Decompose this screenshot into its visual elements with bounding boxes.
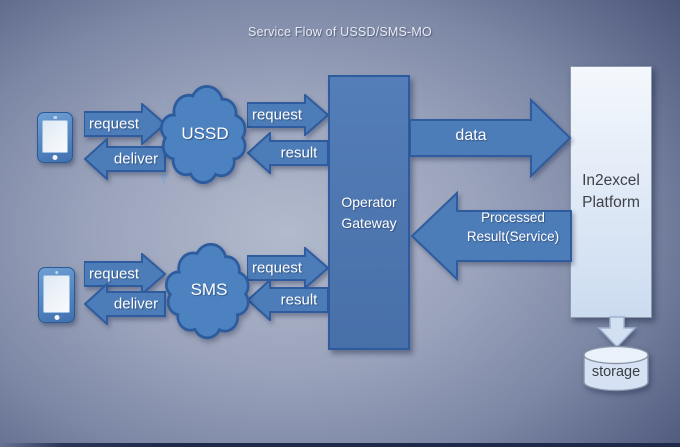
in2excel-platform-label: In2excel Platform xyxy=(582,172,640,211)
ussd-cloud-label: USSD xyxy=(181,123,229,143)
mobile-phone-icon xyxy=(37,112,73,163)
left-arrow-icon xyxy=(410,190,572,282)
arrow-shape xyxy=(84,138,166,180)
cloud-icon xyxy=(160,84,247,185)
phone-camera-dot xyxy=(53,115,57,119)
cloud-icon xyxy=(165,242,250,340)
cloud-fill xyxy=(167,245,247,337)
right-arrow-icon xyxy=(84,253,166,295)
cylinder-body xyxy=(583,355,649,392)
arrow-label: result xyxy=(280,144,318,162)
arrow-shape xyxy=(247,279,329,321)
slide-bottom-edge xyxy=(0,443,680,447)
right-arrow-icon xyxy=(247,94,329,136)
arrow-sms-deliver: deliver xyxy=(84,283,166,325)
arrow-shape xyxy=(247,132,329,174)
operator-gateway-label: Operator Gateway xyxy=(341,193,397,231)
operator-gateway-node: Operator Gateway xyxy=(328,75,410,350)
left-arrow-icon xyxy=(247,279,329,321)
arrow-shape xyxy=(247,94,329,136)
phone-screen xyxy=(43,275,70,313)
mobile-phone-icon xyxy=(38,267,75,323)
arrow-label: request xyxy=(251,106,303,124)
left-arrow-icon xyxy=(84,283,166,325)
phone-screen xyxy=(42,120,68,153)
arrow-gateway-ussd-result: result xyxy=(247,132,329,174)
left-arrow-icon xyxy=(247,132,329,174)
arrow-ussd-deliver: deliver xyxy=(84,138,166,180)
arrow-shape xyxy=(247,247,329,289)
arrow-label: request xyxy=(88,265,140,283)
arrow-label: data xyxy=(455,127,487,144)
arrow-gateway-platform-data: data xyxy=(410,98,572,178)
arrow-label: deliver xyxy=(113,150,159,168)
storage-label: storage xyxy=(591,364,641,380)
arrow-platform-storage xyxy=(597,316,637,348)
database-cylinder-icon xyxy=(583,345,649,392)
cylinder-top xyxy=(583,345,649,365)
arrow-gateway-sms-result: result xyxy=(247,279,329,321)
storage-node: storage xyxy=(581,345,651,393)
arrow-label: deliver xyxy=(113,295,159,313)
phone-camera-dot xyxy=(54,270,59,274)
arrow-shape xyxy=(597,316,637,348)
phone-home-button xyxy=(52,155,58,160)
slide-title: Service Flow of USSD/SMS-MO xyxy=(248,25,432,39)
cloud-fill xyxy=(162,87,244,182)
arrow-sms-request: request xyxy=(84,253,166,295)
ussd-cloud: USSD xyxy=(160,82,250,190)
arrow-shape xyxy=(410,98,572,178)
arrow-platform-gateway-processed: Processed Result(Service) xyxy=(410,190,572,282)
arrow-label: request xyxy=(251,259,303,277)
arrow-shape xyxy=(84,283,166,325)
arrow-shape xyxy=(410,190,572,282)
sms-cloud: SMS xyxy=(165,240,253,345)
phone-home-button xyxy=(54,315,59,320)
arrow-label: result xyxy=(280,291,318,309)
right-arrow-icon xyxy=(410,98,572,178)
left-arrow-icon xyxy=(84,138,166,180)
right-arrow-icon xyxy=(247,247,329,289)
sms-cloud-label: SMS xyxy=(190,280,228,300)
arrow-label: request xyxy=(88,115,140,133)
thin-arrow-head xyxy=(160,174,168,186)
in2excel-platform-node: In2excel Platform xyxy=(570,66,652,318)
arrow-shape xyxy=(84,253,166,295)
down-arrow-icon xyxy=(597,316,637,348)
arrow-shape xyxy=(84,103,166,145)
arrow-sms-gateway-request: request xyxy=(247,247,329,289)
arrow-label: Processed Result(Service) xyxy=(466,210,560,244)
arrow-ussd-gateway-request: request xyxy=(247,94,329,136)
right-arrow-icon xyxy=(84,103,166,145)
arrow-ussd-request: request xyxy=(84,103,166,145)
